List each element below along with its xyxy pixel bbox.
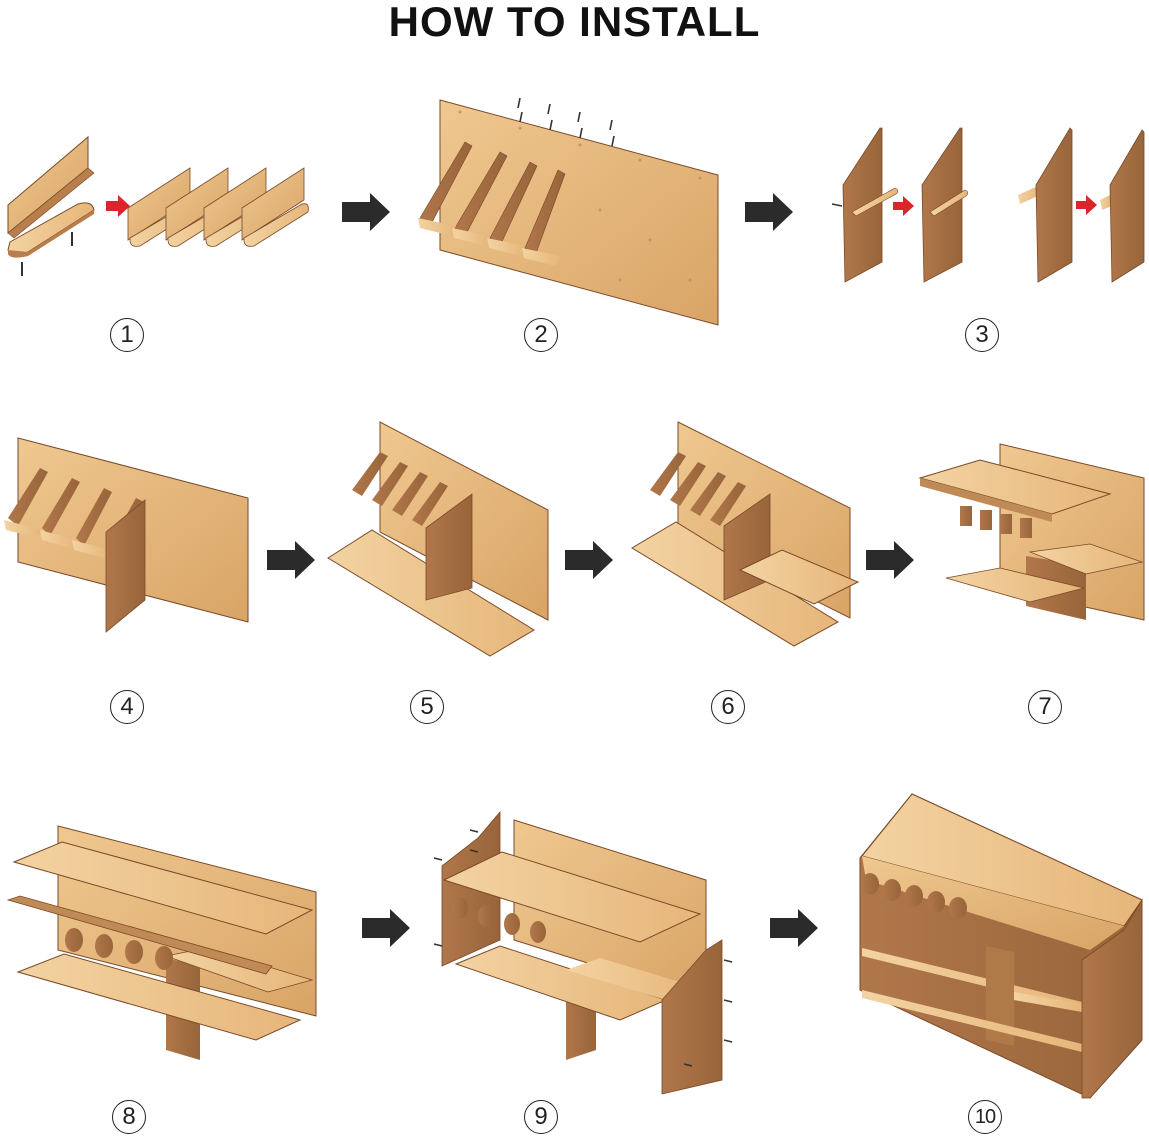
red-arrow-icon (106, 195, 130, 217)
step-3-illustration (831, 127, 1145, 283)
arrow-right-icon (267, 541, 315, 579)
arrow-right-icon (565, 541, 613, 579)
step-2-illustration (418, 97, 719, 326)
step-number-1: 1 (110, 318, 144, 352)
red-arrow-icon (1076, 195, 1097, 215)
step-number-3: 3 (965, 318, 999, 352)
step-10-illustration (859, 793, 1143, 1099)
step-1-shelves (127, 167, 309, 247)
step-number-8: 8 (112, 1100, 146, 1134)
step-number-4: 4 (110, 690, 144, 724)
arrow-right-icon (866, 541, 914, 579)
red-arrow-icon (893, 196, 914, 216)
screws-icon (433, 829, 733, 1067)
arrow-right-icon (770, 909, 818, 947)
screws-icon (517, 97, 615, 147)
step-number-7: 7 (1028, 690, 1062, 724)
step-5-illustration (327, 421, 549, 657)
step-number-10: 10 (968, 1100, 1002, 1134)
step-1-illustration (7, 135, 309, 276)
step-number-6: 6 (711, 690, 745, 724)
arrow-right-icon (745, 193, 793, 231)
step-9-illustration (433, 810, 733, 1095)
step-2-brackets (418, 141, 566, 266)
arrow-right-icon (342, 193, 390, 231)
step-8-illustration (6, 825, 317, 1060)
step-6-illustration (631, 421, 860, 647)
step-7-illustration (918, 443, 1145, 621)
step-number-9: 9 (524, 1100, 558, 1134)
step-4-illustration (4, 437, 249, 633)
step-number-2: 2 (524, 318, 558, 352)
step-number-5: 5 (410, 690, 444, 724)
page-title: HOW TO INSTALL (388, 0, 761, 45)
arrow-right-icon (362, 909, 410, 947)
